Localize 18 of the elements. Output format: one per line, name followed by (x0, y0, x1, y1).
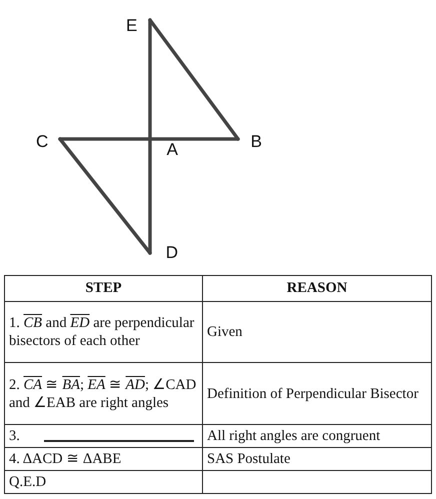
reason-text: SAS Postulate (207, 451, 290, 467)
step-text: 2. CA ≅ BA; EA ≅ AD; ∠CAD and ∠EAB are right angles (9, 376, 196, 410)
column-header: REASON (286, 280, 348, 296)
reason-text: Given (207, 324, 242, 340)
reason-text: All right angles are congruent (207, 428, 380, 444)
step-text: 1. CB and ED are perpendicular bisectors of each other (9, 315, 194, 349)
point-label: E (126, 17, 138, 35)
line-segment (58, 137, 152, 255)
line-segment (148, 18, 240, 141)
column-header: STEP (85, 280, 122, 296)
reason-text: Definition of Perpendicular Bisector (207, 386, 418, 402)
step-text: Q.E.D (9, 474, 46, 490)
point-label: C (36, 133, 48, 151)
point-label: B (250, 133, 262, 151)
step-text: 3. (9, 428, 20, 444)
point-label: D (166, 244, 178, 262)
point-label: A (166, 141, 178, 159)
step-text: 4. ΔACD ≅ ΔABE (9, 451, 122, 467)
